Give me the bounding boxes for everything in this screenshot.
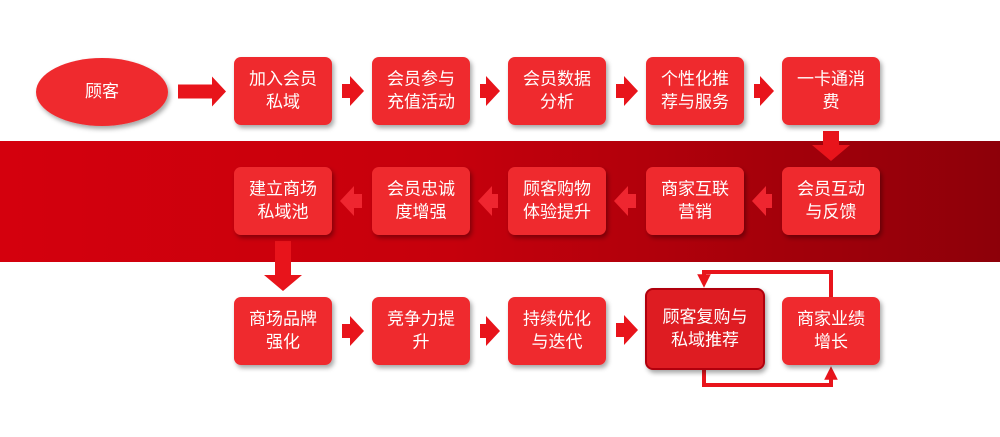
node-shape-merchant-growth bbox=[782, 297, 880, 365]
loop-arrow-to-merchant-growth bbox=[702, 366, 838, 387]
flow-arrow-4 bbox=[616, 76, 638, 106]
node-label-private-pool-2: 私域池 bbox=[258, 203, 309, 223]
node-label-join-membership-1: 加入会员 bbox=[249, 70, 317, 90]
node-label-brand-strength-1: 商场品牌 bbox=[249, 310, 317, 330]
node-shape-member-analysis bbox=[508, 57, 606, 125]
node-shape-join-membership bbox=[234, 57, 332, 125]
flow-arrow-9 bbox=[478, 186, 498, 216]
node-shape-member-activities bbox=[372, 57, 470, 125]
flow-arrow-14 bbox=[616, 315, 638, 345]
node-shape-shopping-experience bbox=[508, 167, 606, 235]
flow-arrow-10 bbox=[340, 186, 362, 216]
node-label-optimization-2: 与迭代 bbox=[532, 333, 583, 353]
node-label-personalized-1: 个性化推 bbox=[661, 70, 729, 90]
node-label-merchant-growth-2: 增长 bbox=[814, 333, 848, 353]
node-shape-one-card bbox=[782, 57, 880, 125]
node-label-personalized-2: 荐与服务 bbox=[661, 93, 729, 113]
node-label-merchant-network-2: 营销 bbox=[678, 203, 712, 223]
node-label-optimization-1: 持续优化 bbox=[523, 310, 591, 330]
node-label-competitiveness-2: 升 bbox=[413, 333, 430, 353]
flow-arrow-2 bbox=[342, 76, 364, 106]
node-label-shopping-experience-2: 体验提升 bbox=[523, 203, 591, 223]
flow-arrow-8 bbox=[614, 186, 636, 216]
node-shape-merchant-network bbox=[646, 167, 744, 235]
node-label-brand-strength-2: 强化 bbox=[266, 333, 300, 353]
node-shape-brand-strength bbox=[234, 297, 332, 365]
flow-arrow-7 bbox=[752, 186, 772, 216]
node-shape-private-pool bbox=[234, 167, 332, 235]
flow-arrow-3 bbox=[480, 76, 500, 106]
node-label-customer-1: 顾客 bbox=[85, 82, 119, 102]
node-shape-competitiveness bbox=[372, 297, 470, 365]
node-shape-personalized bbox=[646, 57, 744, 125]
node-label-join-membership-2: 私域 bbox=[266, 93, 300, 113]
node-label-merchant-growth-1: 商家业绩 bbox=[797, 310, 865, 330]
node-label-member-loyalty-2: 度增强 bbox=[396, 203, 447, 223]
flow-arrow-11 bbox=[264, 241, 302, 291]
node-label-member-interaction-1: 会员互动 bbox=[797, 180, 865, 200]
flow-arrow-13 bbox=[480, 316, 500, 346]
node-label-member-interaction-2: 与反馈 bbox=[806, 203, 857, 223]
node-label-repurchase-1: 顾客复购与 bbox=[663, 308, 748, 328]
flow-arrow-5 bbox=[754, 76, 774, 106]
flow-arrow-1 bbox=[178, 76, 226, 107]
node-label-one-card-2: 费 bbox=[823, 93, 840, 113]
node-label-member-analysis-2: 分析 bbox=[540, 93, 574, 113]
node-shape-customer bbox=[36, 58, 168, 126]
node-label-member-loyalty-1: 会员忠诚 bbox=[387, 180, 455, 200]
node-label-member-analysis-1: 会员数据 bbox=[523, 70, 591, 90]
node-label-repurchase-2: 私域推荐 bbox=[671, 331, 739, 351]
node-label-member-activities-2: 充值活动 bbox=[387, 93, 455, 113]
node-shape-optimization bbox=[508, 297, 606, 365]
node-label-private-pool-1: 建立商场 bbox=[249, 180, 317, 200]
node-label-competitiveness-1: 竞争力提 bbox=[387, 310, 455, 330]
node-customer: 顾客 bbox=[36, 58, 168, 126]
flow-arrow-6 bbox=[812, 131, 850, 161]
node-label-merchant-network-1: 商家互联 bbox=[661, 180, 729, 200]
node-shape-repurchase bbox=[645, 288, 765, 370]
node-shape-member-interaction bbox=[782, 167, 880, 235]
node-label-member-activities-1: 会员参与 bbox=[387, 70, 455, 90]
node-label-one-card-1: 一卡通消 bbox=[797, 70, 865, 90]
flow-arrow-12 bbox=[342, 316, 364, 346]
node-shape-member-loyalty bbox=[372, 167, 470, 235]
loop-arrow-to-repurchase bbox=[697, 270, 833, 297]
node-label-shopping-experience-1: 顾客购物 bbox=[523, 180, 591, 200]
